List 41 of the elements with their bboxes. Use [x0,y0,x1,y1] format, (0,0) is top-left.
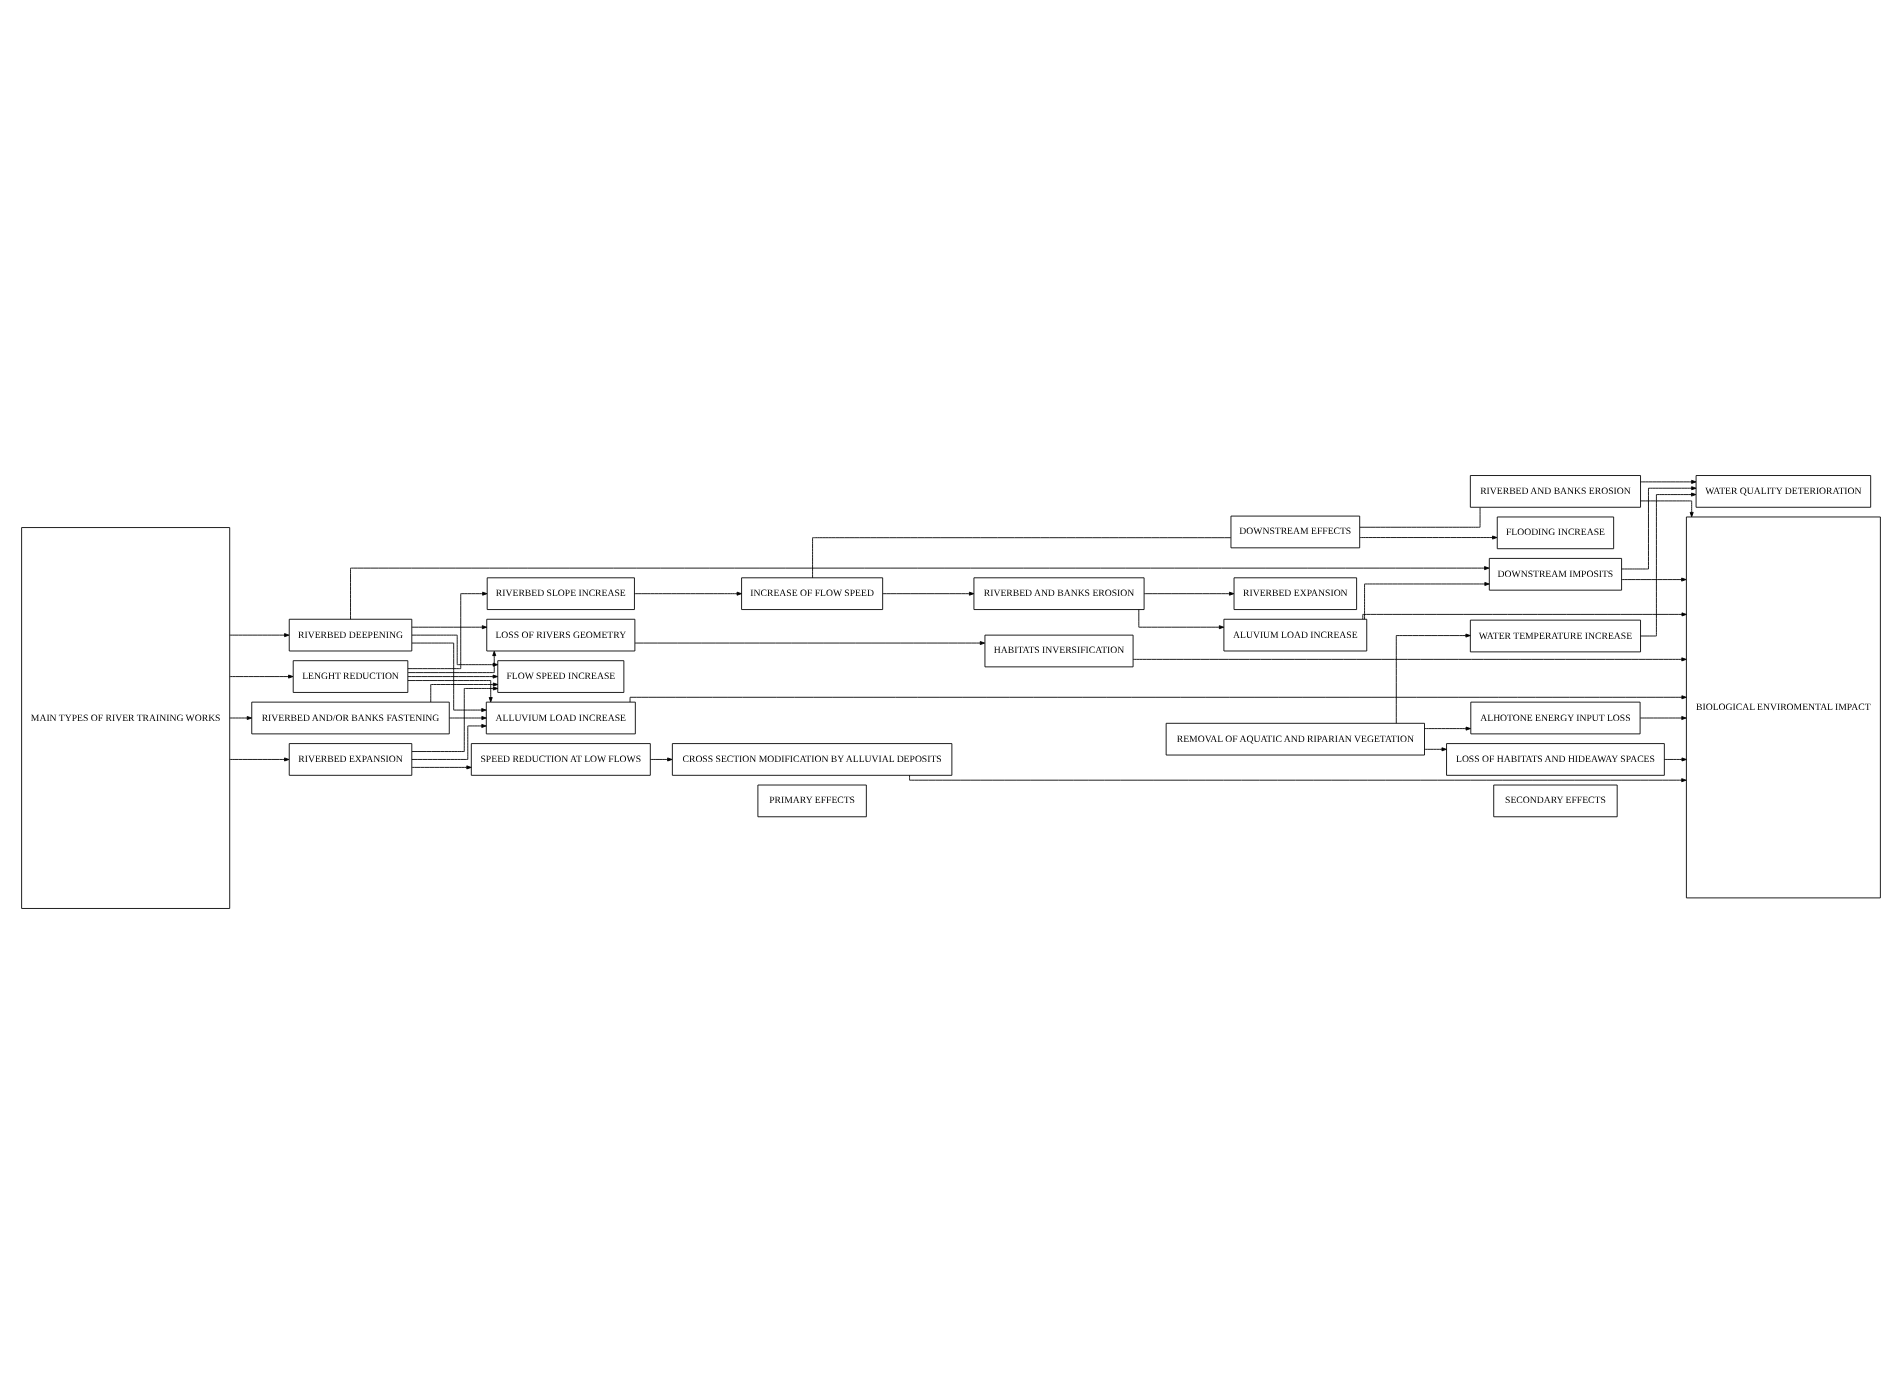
arrow [1640,499,1694,517]
arrow [1640,491,1697,636]
arrow [229,673,294,678]
arrow [634,640,986,645]
arrow [1424,725,1471,730]
arrow [1132,656,1687,661]
arrow [1395,632,1471,723]
arrow [411,722,487,759]
arrow [909,773,1687,782]
arrow [634,590,742,595]
arrow [229,715,253,719]
arrow [411,624,488,629]
arrow [1663,756,1687,761]
arrow [1621,576,1687,581]
arrow [407,590,488,669]
arrow [1138,608,1225,629]
arrow [1359,534,1498,539]
arrow [1424,746,1447,751]
arrow [407,673,498,678]
connector [1359,506,1481,527]
arrow [430,681,499,702]
arrow [629,694,1687,702]
arrow [449,715,487,719]
arrow [350,565,1490,619]
arrow [407,649,497,673]
arrow [1364,581,1490,619]
arrow [411,685,499,751]
connector [812,536,1232,578]
arrow [407,679,493,702]
arrow [882,590,975,595]
arrow [1362,611,1687,619]
arrow [411,641,487,712]
arrow [229,756,290,761]
arrow [411,764,472,769]
arrow [1640,478,1697,483]
arrow [1143,590,1235,595]
arrow [650,756,673,761]
arrow [1639,715,1687,719]
arrow [229,632,290,637]
arrow [1621,485,1697,569]
arrow [411,633,498,666]
